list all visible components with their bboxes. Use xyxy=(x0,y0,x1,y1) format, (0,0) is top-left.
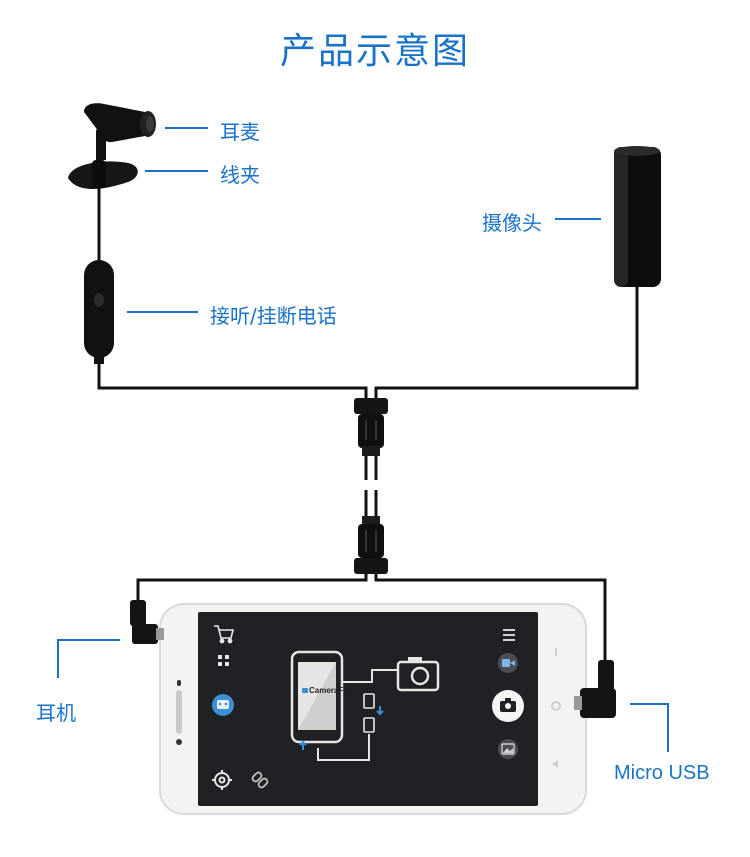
call-button-label: 接听/挂断电话 xyxy=(210,304,337,328)
speaker-slot-icon xyxy=(176,690,182,734)
page-title: 产品示意图 xyxy=(279,31,470,72)
upper-connector-icon xyxy=(354,398,388,456)
earphone-label: 耳机 xyxy=(36,701,76,725)
earpiece-label: 耳麦 xyxy=(220,120,260,144)
gallery-icon[interactable] xyxy=(498,739,518,759)
app-name: CameraFi xyxy=(309,686,345,695)
leader-lines xyxy=(57,127,669,752)
lower-connector-icon xyxy=(354,516,388,574)
shutter-button-icon[interactable] xyxy=(492,690,524,722)
camera-icon xyxy=(614,146,661,287)
earphone-jack-icon xyxy=(130,600,164,644)
menu-icon[interactable] xyxy=(503,629,515,641)
settings-icon[interactable] xyxy=(212,770,232,790)
call-button-icon xyxy=(84,260,114,364)
micro-usb-plug-icon xyxy=(574,660,616,718)
robot-icon[interactable] xyxy=(212,694,234,716)
clip-icon xyxy=(68,160,138,189)
cables xyxy=(97,185,639,660)
clip-label: 线夹 xyxy=(220,163,260,187)
micro-usb-label: Micro USB xyxy=(614,762,710,784)
grid-icon[interactable] xyxy=(218,655,229,666)
phone xyxy=(159,603,587,815)
cameraFi-illustration: CameraFi xyxy=(290,650,440,761)
phone-screen xyxy=(198,612,538,806)
earpiece-icon xyxy=(84,103,156,160)
camera-label: 摄像头 xyxy=(482,211,542,235)
video-mode-icon[interactable] xyxy=(498,653,518,673)
link-icon[interactable] xyxy=(251,771,269,789)
cart-icon[interactable] xyxy=(214,625,235,644)
